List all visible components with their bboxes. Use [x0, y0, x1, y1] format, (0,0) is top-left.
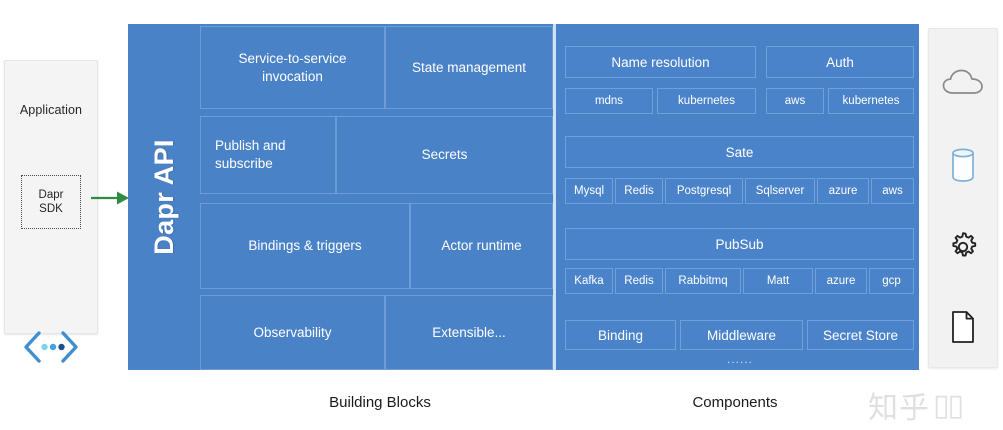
component-group-name-resolution[interactable]: Name resolution	[565, 46, 756, 78]
green-arrow-icon	[91, 191, 129, 205]
document-icon	[952, 311, 974, 343]
dapr-sdk-box: Dapr SDK	[21, 175, 81, 229]
dapr-logo-icon	[24, 331, 78, 363]
watermark-bars: ▯▯	[933, 387, 964, 423]
dapr-api-label: Dapr API	[148, 139, 179, 255]
component-chip-sqlserver[interactable]: Sqlserver	[745, 178, 815, 204]
building-block-actor-runtime[interactable]: Actor runtime	[410, 203, 553, 289]
component-chip-aws[interactable]: aws	[871, 178, 914, 204]
component-group-auth[interactable]: Auth	[766, 46, 914, 78]
document-icon-wrapper[interactable]	[929, 303, 997, 351]
panel-divider	[553, 24, 556, 370]
building-block-secrets[interactable]: Secrets	[336, 116, 553, 194]
application-title: Application	[19, 103, 83, 117]
components-ellipsis: ......	[726, 352, 753, 366]
building-block-label: Extensible...	[432, 324, 506, 340]
building-block-publish-and-subscribe[interactable]: Publish and subscribe	[200, 116, 336, 194]
component-chip-label: Sqlserver	[755, 185, 805, 197]
gear-icon	[952, 232, 977, 257]
component-chip-kubernetes[interactable]: kubernetes	[657, 88, 756, 114]
component-group-title: Name resolution	[611, 54, 710, 70]
component-chip-label: Kafka	[574, 275, 604, 287]
component-group-title: Middleware	[706, 327, 777, 343]
component-group-state[interactable]: Sate	[565, 136, 914, 168]
building-block-state-management[interactable]: State management	[385, 26, 553, 109]
component-chip-label: Rabbitmq	[678, 275, 728, 287]
component-group-title: PubSub	[715, 236, 764, 252]
dapr-sdk-label-line1: Dapr	[38, 188, 64, 201]
component-chip-label: aws	[784, 95, 806, 107]
component-group-binding[interactable]: Binding	[565, 320, 676, 350]
component-chip-label: Redis	[624, 275, 654, 287]
zhihu-watermark: 知乎 ▯▯	[868, 384, 978, 427]
component-chip-kafka[interactable]: Kafka	[565, 268, 613, 294]
database-icon	[952, 148, 974, 182]
cloud-icon-wrapper[interactable]	[929, 59, 997, 107]
component-group-title: Auth	[826, 54, 854, 70]
component-chip-label: kubernetes	[678, 95, 735, 107]
building-block-label: State management	[411, 59, 527, 75]
component-chip-label: gcp	[882, 275, 901, 287]
component-group-pubsub[interactable]: PubSub	[565, 228, 914, 260]
component-chip-label: aws	[882, 185, 903, 197]
component-chip-postgresql[interactable]: Postgresql	[665, 178, 743, 204]
component-chip-redis[interactable]: Redis	[615, 268, 663, 294]
dapr-api-strip: Dapr API	[128, 24, 200, 370]
component-chip-redis[interactable]: Redis	[615, 178, 663, 204]
component-chip-label: mdns	[594, 95, 624, 107]
component-chip-label: kubernetes	[842, 95, 900, 107]
component-chip-label: Postgresql	[676, 185, 732, 197]
building-block-extensible[interactable]: Extensible...	[385, 295, 553, 370]
component-chip-label: Redis	[624, 185, 654, 197]
caption-building-blocks: Building Blocks	[329, 394, 431, 411]
component-chip-rabbitmq[interactable]: Rabbitmq	[665, 268, 741, 294]
building-block-label: Actor runtime	[441, 238, 522, 254]
gear-icon-wrapper[interactable]	[929, 223, 997, 271]
application-card: Application Dapr SDK	[4, 60, 98, 363]
building-block-label: Secrets	[421, 147, 468, 163]
component-chip-matt[interactable]: Matt	[743, 268, 813, 294]
component-chip-gcp[interactable]: gcp	[869, 268, 914, 294]
component-chip-azure[interactable]: azure	[815, 268, 867, 294]
component-chip-azure[interactable]: azure	[817, 178, 869, 204]
component-group-secret-store[interactable]: Secret Store	[807, 320, 914, 350]
component-chip-mdns[interactable]: mdns	[565, 88, 653, 114]
component-chip-label: Matt	[766, 275, 790, 287]
component-chip-aws[interactable]: aws	[766, 88, 824, 114]
component-chip-label: Mysql	[573, 185, 605, 197]
component-chip-label: azure	[828, 185, 858, 197]
building-block-label: Publish and subscribe	[215, 138, 286, 171]
infrastructure-rail	[928, 28, 998, 368]
component-chip-label: azure	[826, 275, 856, 287]
component-group-middleware[interactable]: Middleware	[680, 320, 803, 350]
caption-components: Components	[692, 394, 778, 411]
cloud-icon	[942, 69, 983, 94]
building-block-label: Observability	[253, 324, 332, 340]
component-chip-kubernetes[interactable]: kubernetes	[828, 88, 914, 114]
building-block-observability[interactable]: Observability	[200, 295, 385, 370]
dapr-sdk-label-line2: SDK	[39, 203, 63, 215]
building-block-label: Service-to-service invocation	[238, 50, 347, 84]
building-block-bindings-and-triggers[interactable]: Bindings & triggers	[200, 203, 410, 289]
database-icon-wrapper[interactable]	[929, 141, 997, 189]
component-group-title: Binding	[597, 327, 644, 343]
building-block-service-to-service-invocation[interactable]: Service-to-service invocation	[200, 26, 385, 109]
component-group-title: Secret Store	[822, 327, 899, 343]
component-chip-mysql[interactable]: Mysql	[565, 178, 613, 204]
building-block-label: Bindings & triggers	[248, 238, 362, 254]
watermark-text: 知乎	[868, 391, 930, 426]
component-group-title: Sate	[725, 144, 754, 160]
